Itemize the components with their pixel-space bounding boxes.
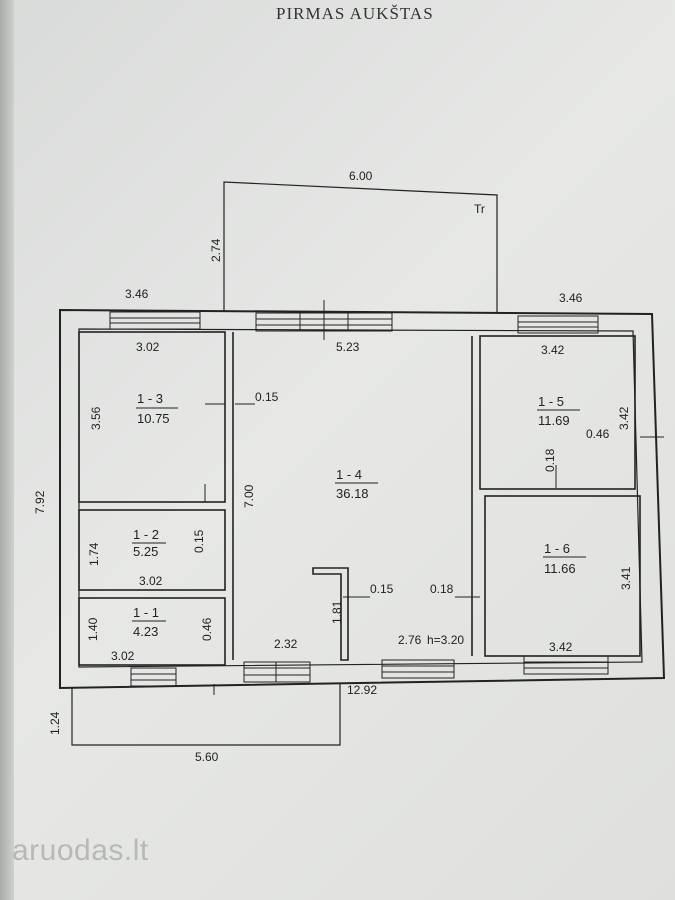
dim-wall-046-b: 0.46 xyxy=(200,617,214,641)
dim-room2-depth: 1.74 xyxy=(87,542,101,566)
room-1-5-outline xyxy=(479,335,636,490)
svg-text:1 - 4: 1 - 4 xyxy=(336,467,362,482)
room-1-2: 1 - 2 5.25 xyxy=(132,527,166,559)
svg-text:1 - 5: 1 - 5 xyxy=(538,394,564,409)
dim-room5-depth: 3.42 xyxy=(617,406,631,430)
dim-porch-top-width: 6.00 xyxy=(349,169,373,183)
dim-room1-width: 3.02 xyxy=(111,649,135,663)
porch-bottom-outline xyxy=(71,684,341,746)
plan-title: PIRMAS AUKŠTAS xyxy=(276,4,434,23)
svg-text:5.25: 5.25 xyxy=(133,544,158,559)
dim-room5-width: 3.42 xyxy=(541,343,565,357)
dim-step-width: 1.81 xyxy=(330,600,344,624)
room-1-3-outline xyxy=(78,331,226,503)
dim-room1-depth: 1.40 xyxy=(86,617,100,641)
outer-wall xyxy=(59,308,666,690)
paper-edge xyxy=(0,0,14,900)
room-1-2-outline xyxy=(78,509,226,591)
dim-wall-018-b: 0.18 xyxy=(430,582,454,596)
dim-total-width: 12.92 xyxy=(347,683,377,697)
dim-outer-left-top: 3.46 xyxy=(125,287,149,301)
room-1-4: 1 - 4 36.18 xyxy=(335,467,378,501)
step-block xyxy=(312,567,349,661)
svg-text:10.75: 10.75 xyxy=(137,411,170,426)
svg-text:4.23: 4.23 xyxy=(133,624,158,639)
window-top-right xyxy=(517,315,599,334)
svg-text:36.18: 36.18 xyxy=(336,486,369,501)
dim-wall-015-a: 0.15 xyxy=(255,390,279,404)
dim-room4-width: 5.23 xyxy=(336,340,360,354)
window-bottom-left xyxy=(130,667,177,687)
room-1-1: 1 - 1 4.23 xyxy=(132,605,166,639)
dim-hall-width: 2.32 xyxy=(274,637,298,651)
window-bottom-right xyxy=(523,655,609,675)
window-top-left xyxy=(109,311,201,330)
dim-room6-width: 3.42 xyxy=(549,640,573,654)
dim-porch-top-depth: 2.74 xyxy=(209,238,223,262)
window-top-center xyxy=(255,300,393,340)
svg-text:1 - 2: 1 - 2 xyxy=(133,527,159,542)
dim-outer-right-top: 3.46 xyxy=(559,291,583,305)
dim-room4-bottom: 2.76 xyxy=(398,633,422,647)
dim-room4-depth: 7.00 xyxy=(242,484,256,508)
dim-room6-depth: 3.41 xyxy=(619,566,633,590)
porch-top-outline xyxy=(223,181,498,312)
room-1-5: 1 - 5 11.69 xyxy=(537,394,580,428)
dim-room3-depth: 3.56 xyxy=(89,406,103,430)
svg-text:1 - 3: 1 - 3 xyxy=(137,391,163,406)
room-1-6: 1 - 6 11.66 xyxy=(543,541,586,576)
dim-wall-015-b: 0.15 xyxy=(192,529,206,553)
window-bottom-center xyxy=(243,661,311,683)
dim-room2-width: 3.02 xyxy=(139,574,163,588)
watermark-logo: aruodas.lt xyxy=(12,834,149,867)
svg-text:11.66: 11.66 xyxy=(544,561,576,576)
svg-text:1 - 1: 1 - 1 xyxy=(133,605,159,620)
dim-wall-015-c: 0.15 xyxy=(370,582,394,596)
dim-wall-046-a: 0.46 xyxy=(586,427,610,441)
dim-wall-018-a: 0.18 xyxy=(543,448,557,472)
svg-text:1 - 6: 1 - 6 xyxy=(544,541,570,556)
dim-total-depth: 7.92 xyxy=(33,490,47,514)
dim-ceiling-height: h=3.20 xyxy=(427,633,464,647)
window-bottom-mid xyxy=(381,659,455,679)
svg-text:11.69: 11.69 xyxy=(538,413,570,428)
room-1-6-outline xyxy=(484,495,641,657)
porch-label-tr: Tr xyxy=(474,202,485,216)
dim-porch-bottom-depth: 1.24 xyxy=(48,711,62,735)
dim-porch-bottom-width: 5.60 xyxy=(195,750,219,764)
dim-room3-width: 3.02 xyxy=(136,340,160,354)
room-1-3: 1 - 3 10.75 xyxy=(136,391,178,426)
room-1-1-outline xyxy=(78,597,226,666)
